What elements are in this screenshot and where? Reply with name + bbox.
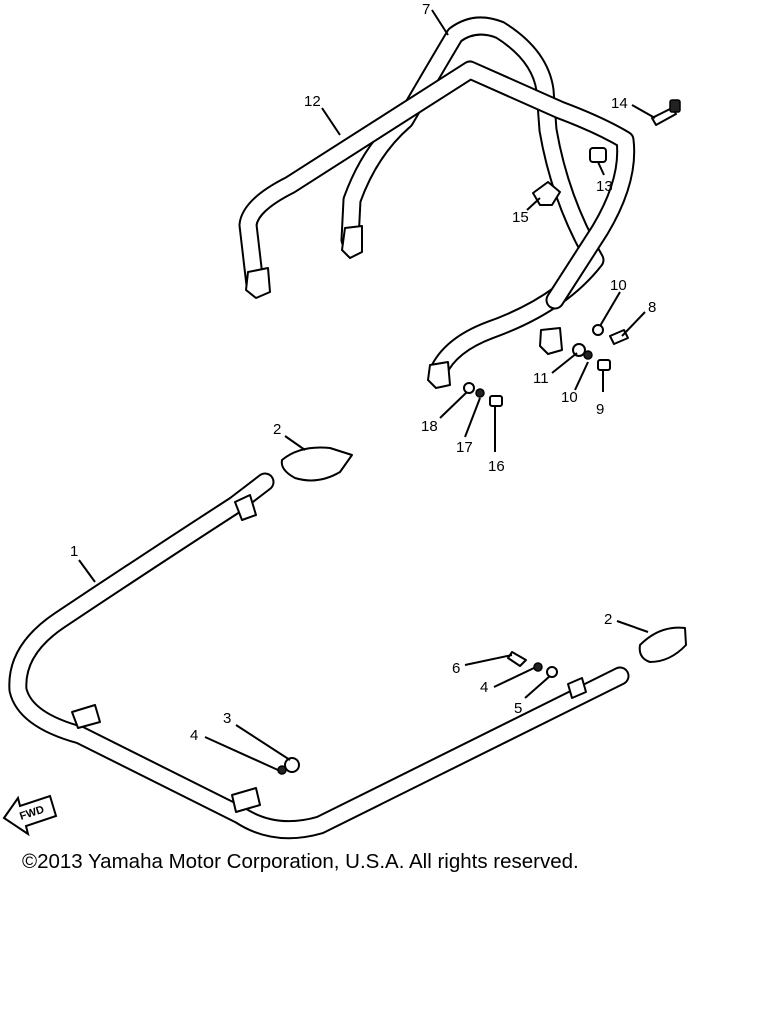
main-frame-tube xyxy=(8,446,687,840)
callout-2: 2 xyxy=(604,611,612,628)
front-left-bracket xyxy=(341,225,363,259)
callout-4: 4 xyxy=(480,679,488,696)
callout-5: 5 xyxy=(514,700,522,717)
callout-3: 3 xyxy=(223,710,231,727)
callout-10: 10 xyxy=(610,277,627,294)
callout-8: 8 xyxy=(648,299,656,316)
callout-15: 15 xyxy=(512,209,529,226)
end-cap-part-2-lower xyxy=(638,626,687,663)
leader-lines xyxy=(78,9,656,771)
callout-12: 12 xyxy=(304,93,321,110)
callout-labels: 1 2 2 3 4 4 5 6 7 8 9 10 10 11 12 13 14 … xyxy=(70,1,656,744)
callout-9: 9 xyxy=(596,401,604,418)
rear-left-bracket xyxy=(245,267,271,299)
end-cap-part-13 xyxy=(589,147,607,163)
grab-rail-assembly xyxy=(238,16,681,389)
rear-right-bracket xyxy=(539,327,563,355)
callout-1: 1 xyxy=(70,543,78,560)
bolt-part-14 xyxy=(651,107,677,126)
callout-10: 10 xyxy=(561,389,578,406)
callout-18: 18 xyxy=(421,418,438,435)
forward-direction-arrow: FWD xyxy=(2,794,58,837)
callout-13: 13 xyxy=(596,178,613,195)
callout-6: 6 xyxy=(452,660,460,677)
callout-4: 4 xyxy=(190,727,198,744)
exploded-parts-diagram: 1 2 2 3 4 4 5 6 7 8 9 10 10 11 12 13 14 … xyxy=(2,1,687,840)
callout-14: 14 xyxy=(611,95,628,112)
callout-16: 16 xyxy=(488,458,505,475)
callout-7: 7 xyxy=(422,1,430,18)
callout-17: 17 xyxy=(456,439,473,456)
end-cap-part-2-upper xyxy=(280,446,353,482)
front-right-bracket xyxy=(427,361,451,389)
callout-11: 11 xyxy=(533,370,549,387)
copyright-notice: ©2013 Yamaha Motor Corporation, U.S.A. A… xyxy=(22,850,579,873)
callout-2: 2 xyxy=(273,421,281,438)
